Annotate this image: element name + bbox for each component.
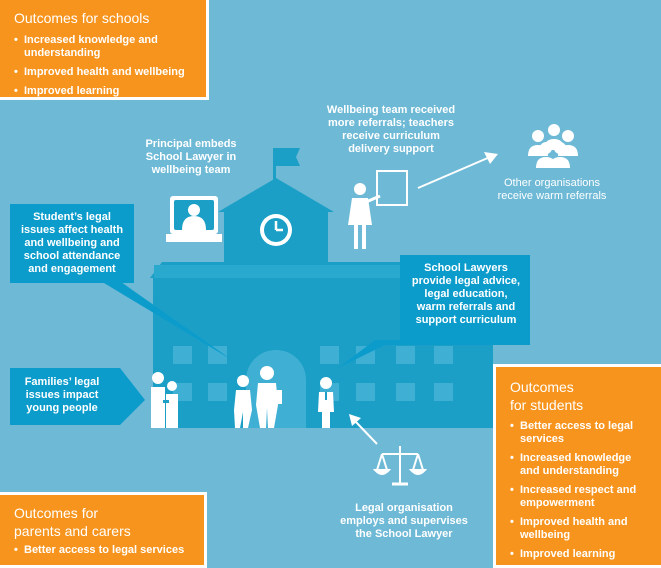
label-legal-organisation: Legal organisation employs and supervise… <box>340 502 468 540</box>
outcomes-students-list: Better access to legal services Increase… <box>510 420 653 561</box>
label-school-lawyers: School Lawyers provide legal advice, leg… <box>411 262 521 326</box>
scales-of-justice-icon <box>372 446 428 486</box>
outcomes-for-parents: Outcomes for parents and carers Better a… <box>0 492 207 568</box>
outcomes-for-students: Outcomes for students Better access to l… <box>493 364 661 568</box>
outcomes-parents-title-line1: Outcomes for <box>14 505 99 521</box>
outcomes-schools-list: Increased knowledge and understanding Im… <box>14 34 196 98</box>
outcomes-students-title-line2: for students <box>510 396 584 413</box>
outcomes-parents-list: Better access to legal services <box>14 544 194 557</box>
list-item: Improved health and wellbeing <box>510 516 653 542</box>
arrow-to-school <box>349 414 378 445</box>
list-item: Increased knowledge and understanding <box>14 34 164 60</box>
school-lawyer-icon <box>318 377 334 428</box>
label-principal: Principal embeds School Lawyer in wellbe… <box>145 138 237 176</box>
outcomes-parents-title-line2: parents and carers <box>14 522 131 539</box>
label-student-issues: Student’s legal issues affect health and… <box>20 211 124 275</box>
list-item: Better access to legal services <box>510 420 653 446</box>
list-item: Better access to legal services <box>14 544 194 557</box>
outcomes-for-schools: Outcomes for schools Increased knowledge… <box>0 0 209 100</box>
teacher-icon <box>348 170 408 249</box>
outcomes-students-title: Outcomes for students <box>510 379 653 414</box>
list-item: Improved health and wellbeing <box>14 66 196 79</box>
outcomes-parents-title: Outcomes for parents and carers <box>14 505 194 540</box>
label-families: Families’ legal issues impact young peop… <box>24 376 100 414</box>
list-item: Increased respect and empowerment <box>510 484 653 510</box>
clock-icon <box>260 214 292 246</box>
label-other-organisations: Other organisations receive warm referra… <box>497 177 607 202</box>
students-group-icon <box>234 366 282 428</box>
people-group-icon <box>528 124 578 168</box>
list-item: Improved learning <box>14 85 196 98</box>
list-item: Improved learning <box>510 548 653 561</box>
outcomes-schools-title: Outcomes for schools <box>14 10 150 26</box>
family-icon <box>151 372 178 428</box>
arrow-to-organisations <box>417 152 498 189</box>
callout-families <box>10 368 145 425</box>
list-item: Increased knowledge and understanding <box>510 452 653 478</box>
school-flag <box>276 148 300 166</box>
label-wellbeing-team: Wellbeing team received more referrals; … <box>326 104 456 155</box>
principal-icon <box>166 196 222 242</box>
outcomes-students-title-line1: Outcomes <box>510 379 574 395</box>
